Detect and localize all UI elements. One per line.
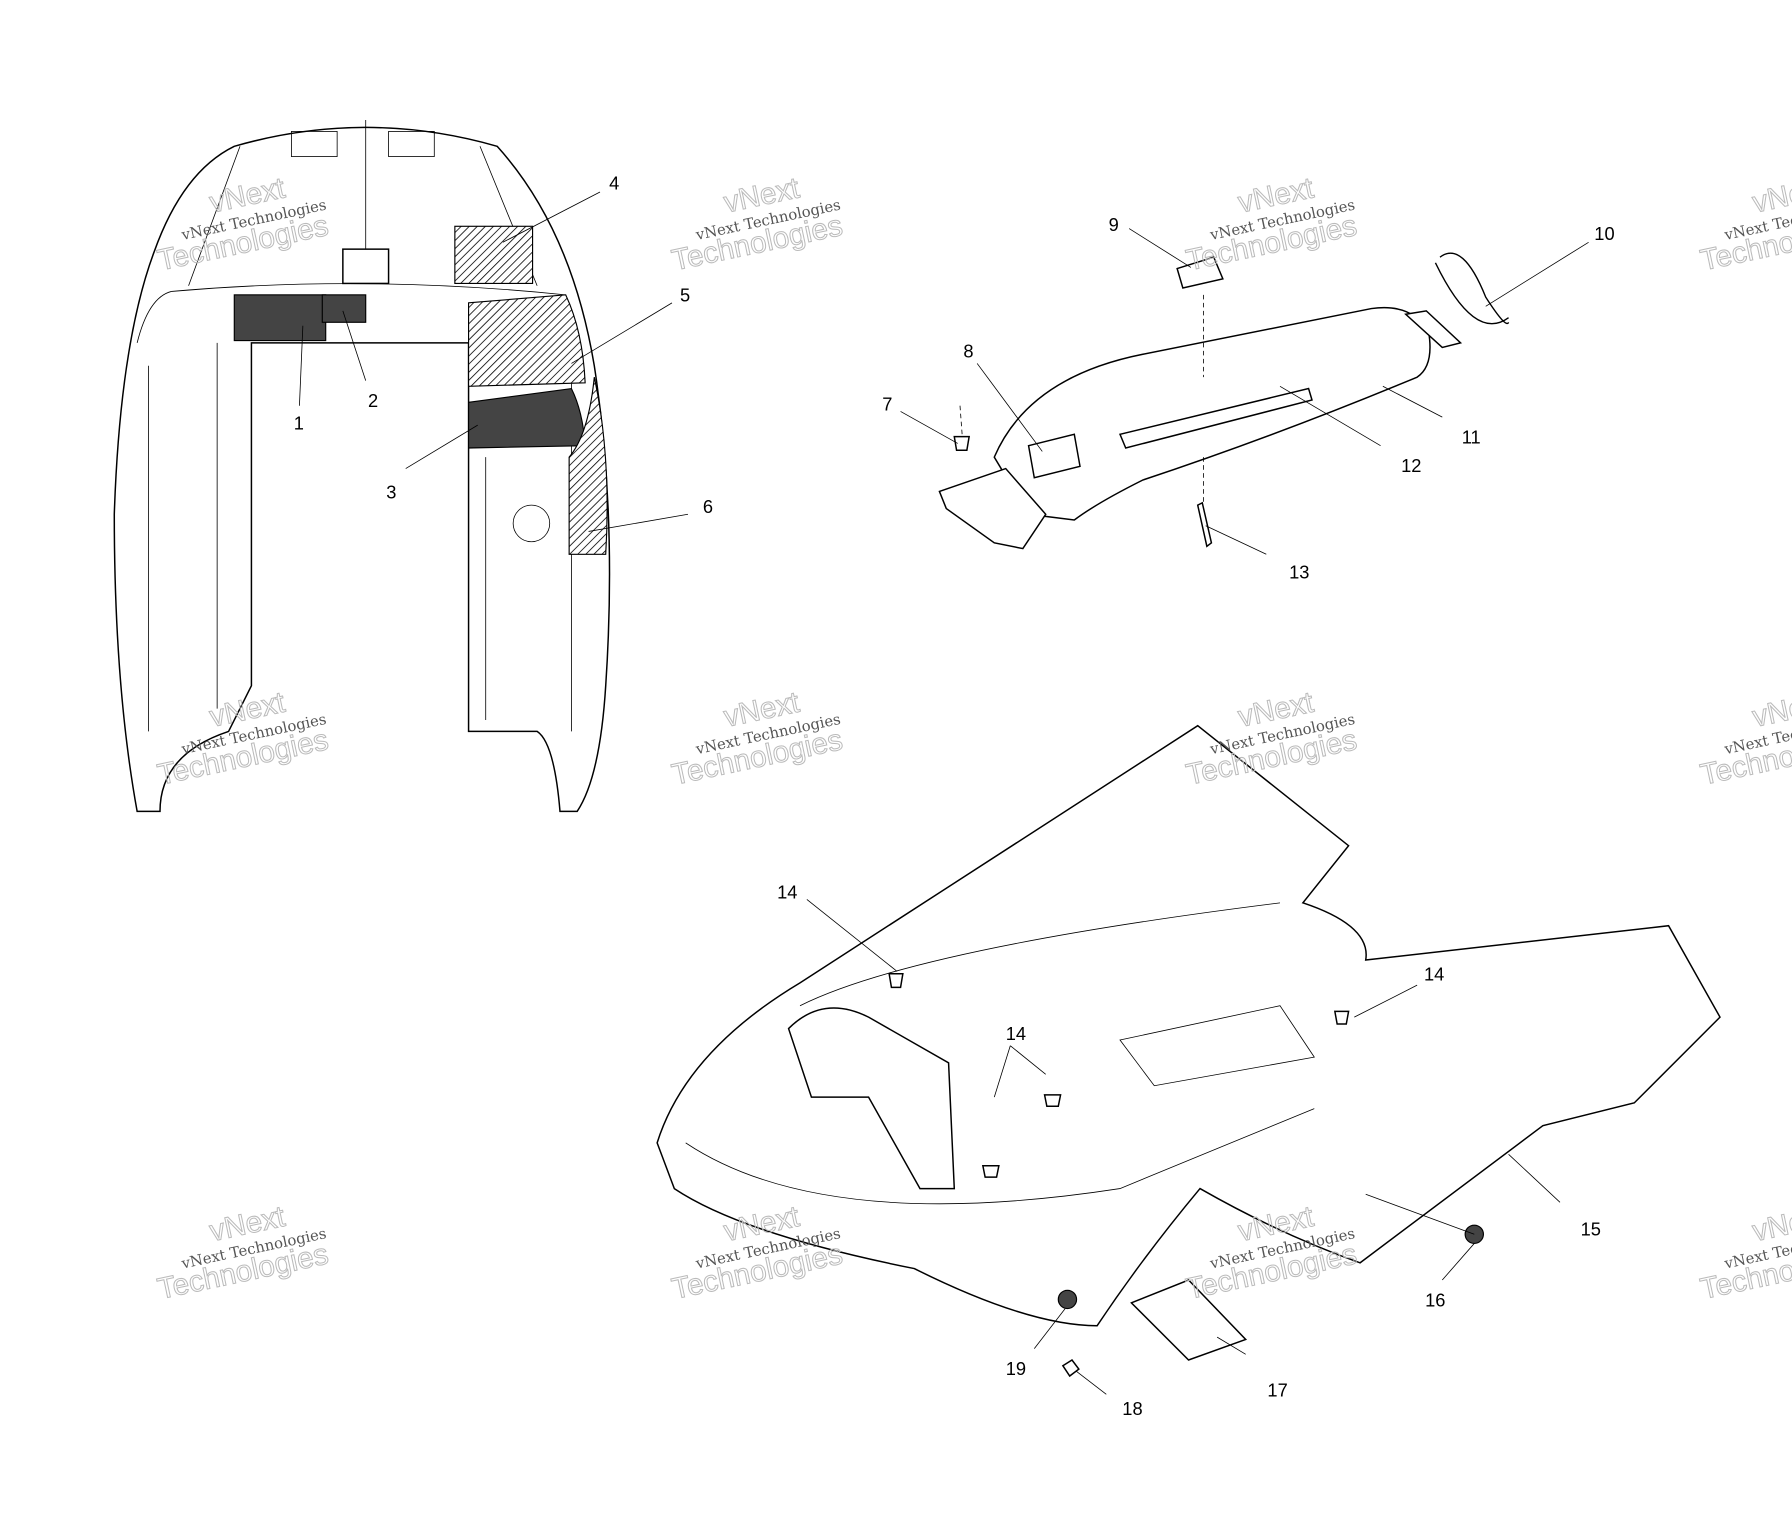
callout-14b: 14 — [1424, 964, 1444, 985]
callout-7: 7 — [882, 393, 892, 414]
decal-5 — [468, 294, 586, 387]
callout-2: 2 — [368, 390, 378, 411]
decal-4 — [454, 225, 534, 284]
callout-9: 9 — [1109, 214, 1119, 235]
callout-4: 4 — [609, 173, 619, 194]
callout-19: 19 — [1006, 1358, 1026, 1379]
callout-10: 10 — [1594, 223, 1614, 244]
callout-16: 16 — [1425, 1289, 1445, 1310]
decal-1 — [233, 294, 327, 342]
callout-14a: 14 — [777, 881, 797, 902]
leader-lines — [299, 191, 1589, 1395]
belly-pan-assembly — [656, 724, 1721, 1378]
callout-12: 12 — [1401, 455, 1421, 476]
callouts: 1 2 3 4 5 6 7 8 9 10 11 12 13 14 14 14 1… — [294, 173, 1615, 1419]
callout-18: 18 — [1122, 1398, 1142, 1419]
decal-2 — [321, 294, 367, 323]
hood-assembly — [113, 120, 611, 813]
callout-1: 1 — [294, 413, 304, 434]
decal-6 — [568, 377, 608, 555]
callout-3: 3 — [386, 481, 396, 502]
callout-13: 13 — [1289, 561, 1309, 582]
callout-15: 15 — [1581, 1218, 1601, 1239]
seat-assembly — [938, 252, 1510, 550]
callout-14c: 14 — [1006, 1023, 1026, 1044]
callout-11: 11 — [1462, 426, 1481, 447]
callout-17: 17 — [1267, 1380, 1287, 1401]
callout-5: 5 — [680, 285, 690, 306]
callout-6: 6 — [703, 496, 713, 517]
callout-8: 8 — [963, 341, 973, 362]
